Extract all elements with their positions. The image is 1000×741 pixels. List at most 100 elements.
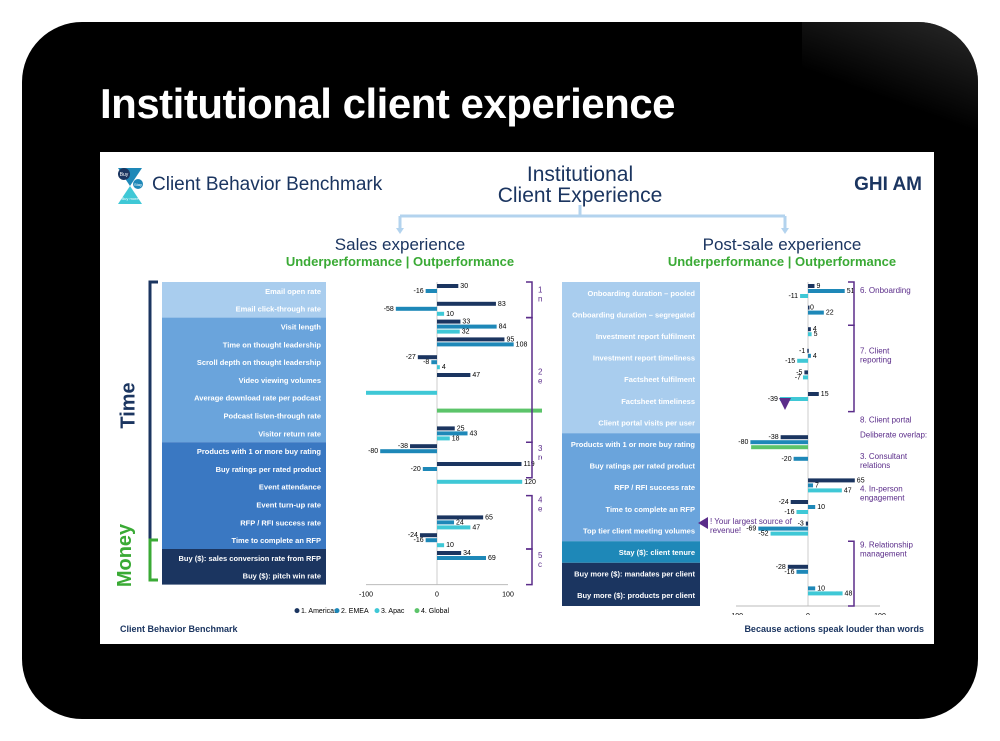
bar <box>808 483 814 488</box>
bar-value: -20 <box>411 466 421 473</box>
bar <box>808 327 811 332</box>
row-label: Time to complete an RFP <box>606 505 695 514</box>
label-band <box>162 549 326 585</box>
bar-value: 30 <box>460 283 468 290</box>
row-label: Onboarding duration – pooled <box>588 289 696 298</box>
bar <box>796 510 808 514</box>
bar <box>437 342 514 347</box>
bar <box>750 440 808 445</box>
post-sale-chart: -1000100Onboarding duration – pooled951-… <box>562 281 927 615</box>
company-name: GHI AM <box>854 174 922 195</box>
bar-value: 33 <box>462 319 470 326</box>
side-brackets <box>148 280 158 582</box>
row-label: Visit length <box>281 323 322 332</box>
group-bracket <box>526 494 533 550</box>
top-title: Institutional Client Experience <box>480 164 680 206</box>
bar-value: 4 <box>813 326 817 333</box>
x-tick: -100 <box>359 592 373 599</box>
row-label: Event attendance <box>259 483 321 492</box>
bar <box>804 370 808 375</box>
group-bracket <box>848 324 855 413</box>
bar-value: 84 <box>499 324 507 331</box>
bar <box>797 358 808 363</box>
headline: Institutional client experience <box>100 80 675 127</box>
group-label: reporting <box>860 355 892 364</box>
bar-value: 48 <box>845 590 853 597</box>
row-label: Buy more ($): products per client <box>577 591 695 600</box>
bar-value: -16 <box>784 509 794 516</box>
group-label: Deliberate overlap: <box>860 431 927 440</box>
bar <box>437 525 471 530</box>
bar-value: -52 <box>758 531 768 538</box>
row-label: Buy ratings per rated product <box>590 462 696 471</box>
legend-item: 1. Americas <box>301 608 338 615</box>
group-bracket <box>848 540 855 607</box>
bar <box>425 538 437 543</box>
bar <box>437 436 450 441</box>
group-label: 4. In-person <box>538 496 542 505</box>
bar-value: 15 <box>821 391 829 398</box>
x-tick: 0 <box>435 592 439 599</box>
bar-value: -16 <box>784 569 794 576</box>
row-label: Investment report timeliness <box>593 354 695 363</box>
group-label: 7. Client <box>860 346 890 355</box>
x-tick: 100 <box>502 592 514 599</box>
group-label: 6. Onboarding <box>860 286 911 295</box>
legend-item: 4. Global <box>421 608 449 615</box>
bar-value: 10 <box>446 311 454 318</box>
bar <box>808 591 843 596</box>
row-label: Visitor return rate <box>258 429 321 438</box>
legend-marker <box>294 608 300 614</box>
row-label: Buy ratings per rated product <box>216 465 322 474</box>
group-label: 3. Consultant <box>860 452 908 461</box>
bar <box>779 397 808 401</box>
bar-value: -7 <box>795 374 801 381</box>
top-title-line1: Institutional <box>526 163 634 186</box>
bar <box>437 329 460 334</box>
bar <box>417 355 437 360</box>
bar-value: -28 <box>776 564 786 571</box>
legend-marker <box>414 608 420 614</box>
bar <box>437 324 497 329</box>
bar <box>437 311 445 316</box>
bar <box>437 462 522 466</box>
bar <box>431 360 437 365</box>
group-bracket <box>526 548 533 586</box>
brand-name: Client Behavior Benchmark <box>152 174 383 195</box>
bar-value: 69 <box>488 555 496 562</box>
row-label: Email click-through rate <box>236 305 321 314</box>
label-band <box>162 317 326 443</box>
bar-value: 24 <box>456 519 464 526</box>
right-subtitle: Underperformance | Outperformance <box>667 254 897 269</box>
label-band <box>562 562 700 606</box>
bar <box>808 284 815 288</box>
left-title: Sales experience <box>334 235 466 254</box>
legend-marker <box>374 608 380 614</box>
group-label: 5. Sales <box>538 551 542 560</box>
row-label: Scroll depth on thought leadership <box>197 358 322 367</box>
footer-left: Client Behavior Benchmark <box>120 624 238 634</box>
bar <box>437 426 455 431</box>
bar-value: -16 <box>414 537 424 544</box>
bar-value: 47 <box>472 372 480 379</box>
bar <box>437 319 461 324</box>
bar <box>437 301 496 306</box>
row-label: Video viewing volumes <box>239 376 321 385</box>
slide: Buy Stay Buy more Client Behavior Benchm… <box>100 152 934 644</box>
group-bracket <box>526 281 533 319</box>
group-label: 9. Relationship <box>860 541 913 550</box>
bar <box>437 543 445 548</box>
row-label: Buy ($): pitch win rate <box>243 572 321 581</box>
group-label: marketing <box>538 295 542 304</box>
bar <box>437 408 542 413</box>
group-label: engagement <box>538 377 542 386</box>
group-bracket <box>526 316 533 443</box>
bar <box>437 515 484 520</box>
brand-logo-icon: Buy Stay Buy more <box>118 168 143 204</box>
bar <box>808 505 816 509</box>
bar <box>787 564 808 569</box>
bar-value: 10 <box>817 504 825 511</box>
money-label: Money <box>114 523 137 588</box>
footer-right: Because actions speak louder than words <box>744 624 924 634</box>
bar-value: 47 <box>472 524 480 531</box>
